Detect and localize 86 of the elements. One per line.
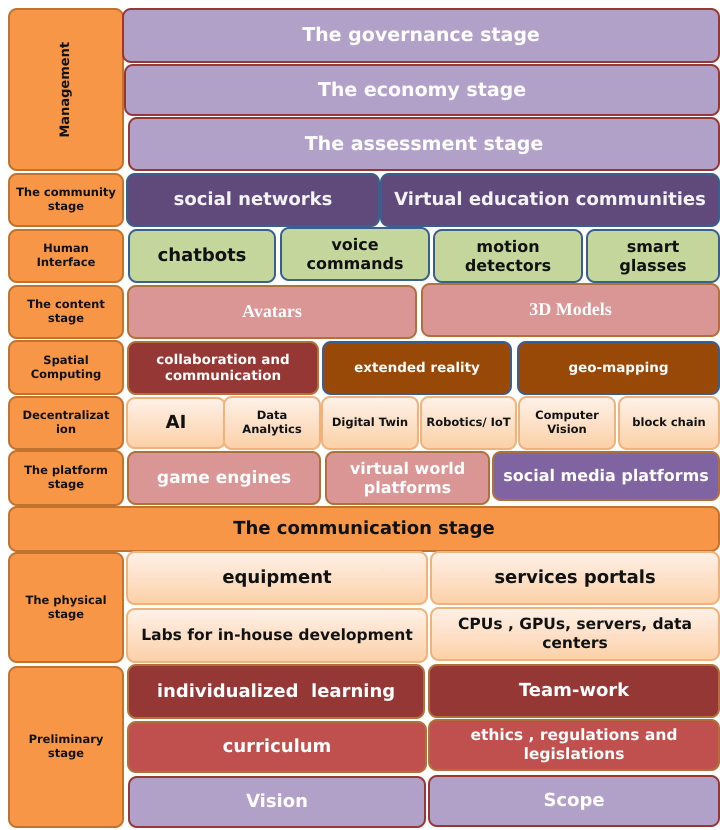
content-box: [325, 451, 490, 505]
item-text: Virtual education communities: [393, 189, 707, 211]
item-text: 3D Models: [528, 299, 613, 321]
stage-label-box: [8, 666, 124, 828]
content-box: [421, 283, 720, 337]
item-text: game engines: [156, 468, 292, 488]
stage-name: Preliminary stage: [28, 733, 104, 761]
foundation-box: [127, 721, 427, 773]
item-text: Robotics/ IoT: [425, 416, 512, 430]
stage-label-box: [8, 552, 124, 663]
foundation-box: [428, 719, 720, 771]
stage-label-box: [8, 450, 124, 506]
item-text: individualized learning: [156, 680, 396, 702]
technology-box: [321, 396, 419, 450]
stage-name: Decentralizat ion: [22, 409, 110, 437]
interface-box: [128, 229, 276, 283]
item-text: smart glasses: [618, 236, 688, 276]
item-text: The governance stage: [301, 24, 541, 47]
technology-box: [126, 397, 226, 449]
stage-label-box: [8, 229, 124, 283]
item-text: collaboration and communication: [155, 352, 291, 384]
stage-box: [124, 64, 720, 116]
technology-box: [430, 551, 720, 605]
content-box: [127, 285, 417, 339]
stage-label-box: [8, 173, 124, 227]
item-text: chatbots: [156, 245, 248, 267]
item-text: Labs for in-house development: [140, 626, 414, 645]
technology-box: [223, 396, 321, 450]
stage-name: Management: [58, 40, 74, 140]
stage-box: [122, 8, 720, 63]
stage-name: Spatial Computing: [30, 354, 102, 382]
community-box: [126, 173, 380, 227]
item-text: AI: [164, 412, 188, 434]
item-text: social networks: [172, 189, 334, 211]
interface-box: [586, 229, 720, 283]
component-box: [322, 341, 512, 395]
stage-label-box: [8, 396, 124, 450]
item-text: CPUs , GPUs, servers, data centers: [457, 615, 693, 653]
community-box: [380, 173, 720, 227]
component-box: [517, 341, 720, 395]
component-box: [127, 341, 319, 395]
item-text: equipment: [221, 567, 333, 589]
item-text: Team-work: [518, 680, 630, 702]
item-text: social media platforms: [502, 466, 710, 486]
technology-box: [430, 607, 720, 661]
stage-label-box: [8, 506, 720, 552]
technology-box: [518, 396, 616, 450]
stage-name: The content stage: [26, 298, 106, 326]
stage-label-box: [8, 285, 124, 339]
item-text: curriculum: [222, 736, 332, 758]
technology-box: [420, 396, 517, 450]
item-text: voice commands: [306, 234, 404, 274]
item-text: Vision: [245, 791, 309, 813]
technology-box: [126, 608, 428, 663]
interface-box: [433, 229, 583, 283]
stage-name: The platform stage: [23, 464, 109, 492]
item-text: motion detectors: [464, 236, 552, 276]
item-text: geo-mapping: [567, 360, 670, 376]
stage-box: [128, 776, 426, 828]
item-text: ethics , regulations and legislations: [469, 726, 679, 764]
item-text: The economy stage: [316, 78, 528, 102]
item-text: block chain: [631, 416, 707, 430]
item-text: Digital Twin: [330, 416, 410, 430]
platform-box: [492, 451, 720, 501]
component-box: [428, 664, 720, 718]
item-text: virtual world platforms: [348, 458, 466, 498]
item-text: Scope: [542, 790, 606, 812]
component-box: [127, 664, 425, 719]
technology-box: [618, 396, 720, 450]
stage-box: [128, 117, 720, 171]
interface-box: [280, 227, 430, 281]
item-text: Data Analytics: [241, 409, 303, 437]
stage-name: The physical stage: [24, 594, 108, 622]
stage-label-box: [8, 8, 124, 171]
content-box: [127, 451, 321, 505]
item-text: Computer Vision: [534, 409, 600, 437]
item-text: The assessment stage: [304, 132, 544, 156]
technology-box: [126, 551, 428, 605]
item-text: Avatars: [241, 301, 303, 323]
stage-name: The community stage: [15, 186, 117, 214]
item-text: extended reality: [353, 360, 481, 376]
stage-label-box: [8, 340, 124, 395]
stage-name: Human Interface: [36, 242, 96, 270]
stage-name: The communication stage: [232, 518, 496, 540]
stage-box: [428, 775, 720, 827]
item-text: services portals: [493, 567, 657, 589]
